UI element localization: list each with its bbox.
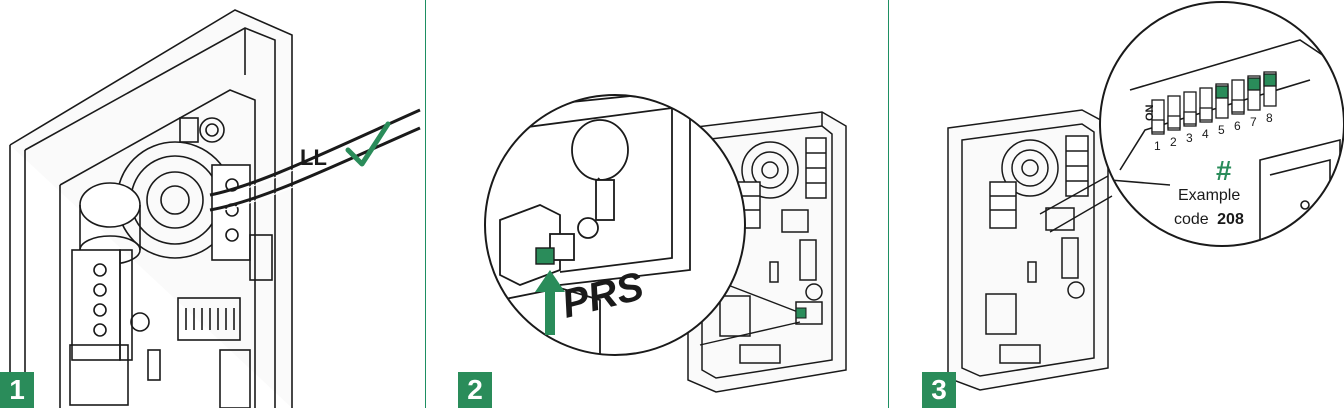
dip-on-label: ON: [1144, 104, 1156, 121]
example-label: Example: [1178, 187, 1240, 204]
dip-number: 6: [1234, 119, 1241, 133]
press-arrow-icon: [535, 270, 565, 335]
panel-divider: [888, 0, 889, 408]
dip-number: 2: [1170, 135, 1177, 149]
zoom-connector-3: [1039, 175, 1113, 233]
dip-number: 1: [1154, 139, 1161, 153]
step-badge-1: 1: [0, 372, 34, 408]
step-badge-2: 2: [458, 372, 492, 408]
code-value: 208: [1217, 211, 1244, 228]
dip-number: 3: [1186, 131, 1193, 145]
dip-number: 7: [1250, 115, 1257, 129]
code-prefix: code: [1174, 211, 1209, 228]
checkmark-icon: [345, 121, 391, 167]
panel-1-wiring: [9, 9, 421, 409]
panel-divider: [425, 0, 426, 408]
dip-switch-bank: [1151, 71, 1277, 135]
dip-number-row: 1 2 3 4 5 6 7 8: [1154, 111, 1273, 153]
panel-3-device: [947, 109, 1109, 391]
dip-number: 4: [1202, 127, 1209, 141]
dip-number: 8: [1266, 111, 1273, 125]
step-badge-3: 3: [922, 372, 956, 408]
code-symbol: #: [1216, 155, 1232, 186]
wire-label-ll: LL: [300, 145, 327, 170]
example-code: code 208: [1174, 211, 1244, 228]
prs-button: [535, 247, 555, 265]
dip-number: 5: [1218, 123, 1225, 137]
zoom-connector: [699, 281, 801, 346]
